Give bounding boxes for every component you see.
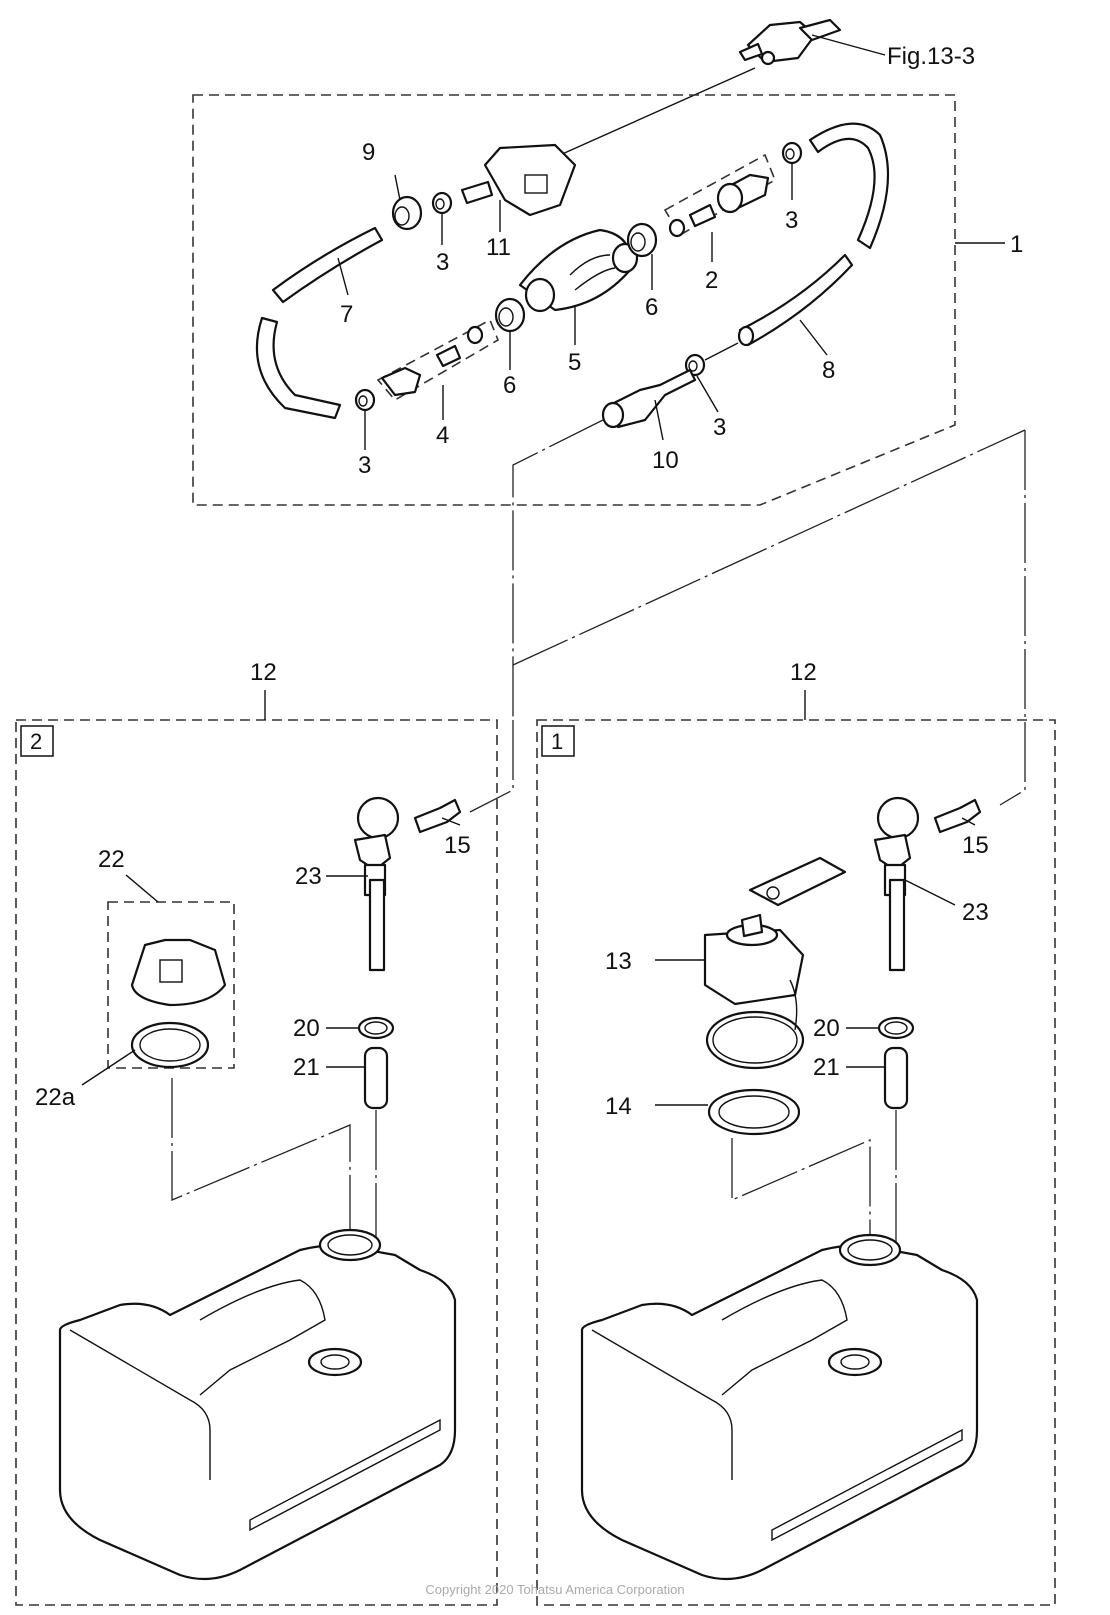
variant-2-box xyxy=(20,725,54,757)
part-10-connector xyxy=(601,368,697,429)
elbow-fitting-left xyxy=(353,796,462,972)
o-ring-20-left xyxy=(357,1016,395,1040)
hose-7 xyxy=(255,226,384,420)
part-4-group-boundary xyxy=(376,318,499,402)
callout-3-b: 3 xyxy=(358,452,371,479)
callout-8: 8 xyxy=(822,357,835,384)
part-14-ring-nut xyxy=(707,1088,801,1136)
connection-line-left-fitting xyxy=(469,720,514,813)
callout-2: 2 xyxy=(705,267,718,294)
fuel-tank-left xyxy=(58,1228,457,1581)
callout-6-b: 6 xyxy=(645,294,658,321)
cap-connection-line-left xyxy=(171,1078,351,1270)
callout-15-right: 15 xyxy=(962,832,989,859)
cap-connection-line-right xyxy=(731,1138,871,1270)
part-3-nut-c xyxy=(781,141,803,165)
callout-13: 13 xyxy=(605,948,632,975)
callout-22a: 22a xyxy=(35,1084,76,1111)
part-2-connector xyxy=(668,173,770,238)
connection-line-cross xyxy=(512,429,1026,666)
callout-12-right: 12 xyxy=(790,659,817,686)
part-6-collar-b xyxy=(626,222,658,258)
strainer-21-left xyxy=(363,1046,389,1110)
fuel-tank-right xyxy=(580,1233,979,1581)
connection-line-right xyxy=(999,430,1026,806)
callout-23-right: 23 xyxy=(962,899,989,926)
part-22-cap xyxy=(130,938,227,1007)
callout-11: 11 xyxy=(486,234,511,261)
callout-1: 1 xyxy=(1010,231,1023,258)
callout-21-right: 21 xyxy=(813,1054,840,1081)
elbow-fitting-right xyxy=(873,796,982,972)
callout-10: 10 xyxy=(652,447,679,474)
fig-13-3-connector xyxy=(559,18,886,156)
part-22a-o-ring xyxy=(130,1021,210,1069)
callout-4: 4 xyxy=(436,422,449,449)
cap-gasket xyxy=(705,1010,805,1070)
variant-1-boundary xyxy=(536,719,1056,1606)
callout-20-right: 20 xyxy=(813,1015,840,1042)
callout-20-left: 20 xyxy=(293,1015,320,1042)
part-3-nut-b xyxy=(354,388,376,412)
fig-reference-label[interactable]: Fig.13-3 xyxy=(887,43,975,70)
callout-21-left: 21 xyxy=(293,1054,320,1081)
part-3-nut-a xyxy=(431,191,453,215)
callout-9: 9 xyxy=(362,139,375,166)
variant-1-box xyxy=(541,725,575,757)
variant-1-number: 1 xyxy=(551,729,563,754)
callout-3-d: 3 xyxy=(713,414,726,441)
variant-2-number: 2 xyxy=(30,729,42,754)
callout-3-a: 3 xyxy=(436,249,449,276)
label-sticker xyxy=(748,856,847,907)
part-9-collar xyxy=(391,195,423,231)
connection-line-left xyxy=(512,419,604,720)
callout-14: 14 xyxy=(605,1093,632,1120)
variant-2-boundary xyxy=(15,719,498,1606)
part-5-primer-bulb xyxy=(518,228,639,313)
assembly-1-boundary xyxy=(192,94,956,506)
part-11-fuel-filter xyxy=(460,143,577,217)
callout-3-c: 3 xyxy=(785,207,798,234)
part-6-collar-a xyxy=(494,297,526,333)
strainer-21-right xyxy=(883,1046,909,1110)
part-4-connector xyxy=(380,325,484,397)
callout-6-a: 6 xyxy=(503,372,516,399)
hose-8 xyxy=(737,122,890,347)
callout-23-left: 23 xyxy=(295,863,322,890)
callout-22: 22 xyxy=(98,846,125,873)
callout-15-left: 15 xyxy=(444,832,471,859)
callout-12-left: 12 xyxy=(250,659,277,686)
part-22-group-boundary xyxy=(107,901,235,1069)
callout-5: 5 xyxy=(568,349,581,376)
o-ring-20-right xyxy=(877,1016,915,1040)
copyright-notice: Copyright 2020 Tohatsu America Corporati… xyxy=(425,1582,685,1597)
part-13-fuel-cap xyxy=(703,913,805,1006)
callout-7: 7 xyxy=(340,301,353,328)
